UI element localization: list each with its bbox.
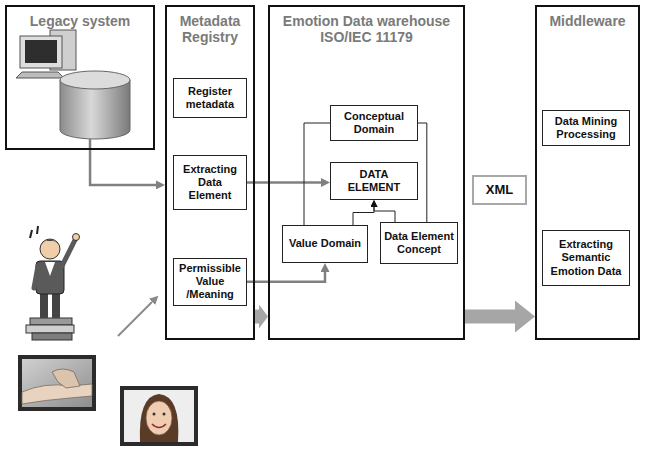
block-arrow	[255, 310, 259, 324]
book	[26, 325, 74, 333]
box-label: XML	[486, 182, 513, 198]
panel-heading: Middleware	[537, 7, 638, 29]
computer-monitor	[20, 36, 62, 68]
process-box: Extracting Semantic Emotion Data	[542, 230, 630, 286]
alert-mark	[37, 226, 38, 234]
photo-frame	[18, 355, 96, 411]
box-label: Permissible Value /Meaning	[176, 262, 244, 302]
connector	[353, 207, 374, 225]
face	[146, 401, 172, 435]
middleware-panel: MiddlewareData Mining ProcessingExtracti…	[535, 5, 640, 340]
cylinder-top	[60, 71, 130, 89]
box-label: Value Domain	[289, 237, 361, 250]
concept-box: DATA ELEMENT	[330, 162, 418, 200]
registry-panel: Metadata RegistryRegister metadataExtrac…	[165, 5, 255, 340]
pulse-photo	[18, 355, 96, 411]
photo-frame	[120, 386, 198, 446]
process-box: Register metadata	[173, 78, 247, 118]
box-label: Register metadata	[176, 85, 244, 111]
connector	[304, 123, 330, 225]
concept-box: Conceptual Domain	[330, 105, 418, 141]
box-label: Conceptual Domain	[333, 110, 415, 136]
panel-heading: Emotion Data warehouse ISO/IEC 11179	[270, 7, 463, 45]
process-box: Permissible Value /Meaning	[173, 258, 247, 306]
hair	[140, 394, 179, 442]
database-cylinder	[60, 71, 130, 150]
face-photo	[120, 386, 198, 446]
person-figure	[26, 226, 152, 340]
photo-ground	[124, 390, 194, 442]
person-hair	[40, 240, 60, 247]
alert-mark	[30, 230, 32, 238]
process-box: Data Mining Processing	[542, 110, 630, 146]
connector	[90, 150, 156, 185]
panel-heading: Legacy system	[7, 7, 153, 29]
person-arm	[34, 266, 38, 288]
connector	[418, 123, 427, 222]
box-label: Extracting Semantic Emotion Data	[545, 238, 627, 278]
person-hand	[73, 234, 80, 241]
concept-box: Data Element Concept	[380, 222, 458, 264]
warehouse-panel: Emotion Data warehouse ISO/IEC 11179Conc…	[268, 5, 465, 340]
fingers	[52, 369, 80, 388]
smile	[152, 424, 166, 428]
computer-icon	[16, 30, 76, 78]
wrist	[22, 384, 92, 404]
box-label: Extracting Data Element	[176, 163, 244, 203]
computer-keyboard	[16, 72, 64, 78]
person-head	[40, 239, 60, 259]
person-shirt	[45, 262, 55, 276]
eye	[163, 413, 166, 416]
book	[30, 318, 72, 325]
box-label: Data Element Concept	[383, 230, 455, 256]
eye	[153, 413, 156, 416]
monitor-screen	[25, 40, 57, 63]
format-tag: XML	[472, 175, 527, 205]
block-arrow	[465, 310, 515, 324]
book	[32, 333, 72, 340]
connector	[247, 272, 325, 282]
panel-heading: Metadata Registry	[167, 7, 253, 45]
person-arm	[62, 240, 75, 266]
connector	[247, 181, 321, 184]
process-box: Extracting Data Element	[173, 155, 247, 210]
box-label: Data Mining Processing	[545, 115, 627, 141]
connector	[374, 207, 395, 222]
concept-box: Value Domain	[282, 225, 368, 263]
input-arrow	[118, 302, 152, 336]
box-label: DATA ELEMENT	[333, 168, 415, 194]
system-panel: Legacy system	[5, 5, 155, 150]
photo-ground	[22, 359, 92, 407]
